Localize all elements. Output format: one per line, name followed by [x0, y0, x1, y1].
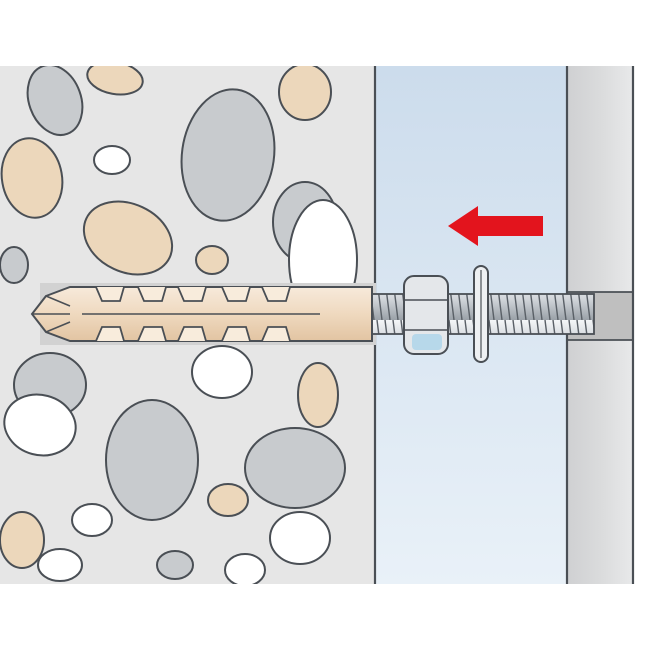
aggregate-stone-white: [71, 503, 113, 537]
anchor-teeth-top: [95, 286, 291, 302]
aggregate-stone-white: [37, 548, 83, 582]
aggregate-stone-beige: [0, 137, 64, 219]
aggregate-stone-beige: [297, 362, 339, 428]
aggregate-stone-beige: [278, 66, 332, 121]
aggregate-stone-beige: [195, 245, 229, 275]
aggregate-stone-white: [269, 511, 331, 565]
anchor-tooth-bottom: [177, 326, 207, 342]
anchor-tooth-bottom: [137, 326, 167, 342]
anchor-tooth-bottom: [95, 326, 125, 342]
aggregate-stone-grey: [26, 66, 84, 136]
aggregate-stone-beige: [82, 200, 174, 276]
aggregate-stone-grey: [105, 399, 199, 521]
aggregate-stone-grey: [0, 246, 29, 284]
aggregate-stone-beige: [207, 483, 249, 517]
aggregate-stone-grey: [180, 88, 276, 222]
aggregate-stones: [0, 66, 358, 584]
aggregate-stone-white: [3, 393, 77, 457]
hex-nut-highlight: [412, 334, 442, 350]
anchor-tooth-top: [177, 286, 207, 302]
washer-icon: [473, 265, 489, 363]
anchor-teeth-bottom: [95, 326, 291, 342]
aggregate-stone-beige: [0, 511, 45, 569]
aggregate-stone-grey: [244, 427, 346, 509]
anchor-tooth-bottom: [261, 326, 291, 342]
hex-nut-icon: [403, 275, 449, 355]
anchor-tooth-top: [261, 286, 291, 302]
aggregate-stone-white: [191, 345, 253, 399]
aggregate-stone-white: [93, 145, 131, 175]
arrow-left-icon: [448, 206, 543, 246]
anchor-tooth-top: [221, 286, 251, 302]
anchor-tip-split: [32, 295, 71, 333]
aggregate-stone-grey: [156, 550, 194, 580]
anchor-tooth-top: [95, 286, 125, 302]
anchor-tooth-bottom: [221, 326, 251, 342]
aggregate-stone-beige: [86, 66, 144, 96]
aggregate-stone-white: [224, 553, 266, 584]
plastic-anchor-plug: [30, 286, 373, 342]
anchor-tooth-top: [137, 286, 167, 302]
